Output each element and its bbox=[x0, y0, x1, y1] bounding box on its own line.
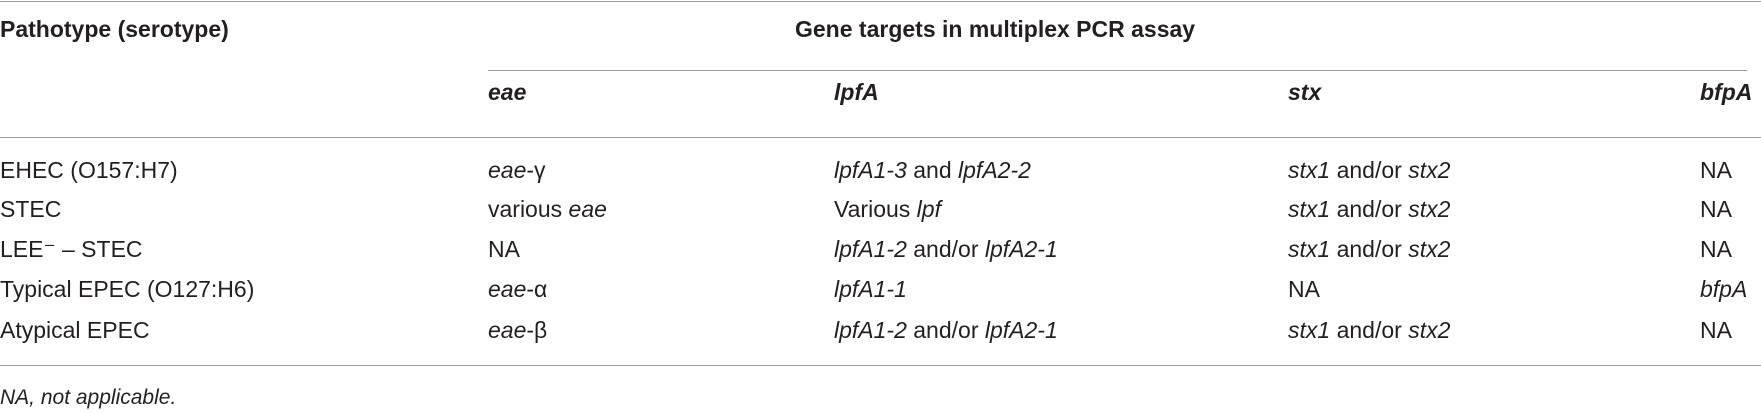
row-atypical-epec-stx: stx1 and/or stx2 bbox=[1288, 316, 1450, 344]
table-footnote: NA, not applicable. bbox=[0, 386, 177, 409]
header-gene-bfpa: bfpA bbox=[1700, 79, 1753, 105]
header-pathotype: Pathotype (serotype) bbox=[0, 16, 229, 42]
row-ehec-eae: eae-γ bbox=[488, 156, 546, 184]
cell-part: -γ bbox=[526, 157, 546, 183]
row-stec-bfpa: NA bbox=[1700, 196, 1732, 222]
header-group-rule bbox=[488, 70, 1747, 71]
cell-part: eae bbox=[488, 276, 527, 302]
header-gene-targets: Gene targets in multiplex PCR assay bbox=[795, 16, 1196, 42]
row-lee-stec-lpfa: lpfA1-2 and/or lpfA2-1 bbox=[834, 235, 1058, 263]
row-atypical-epec-pathotype: Atypical EPEC bbox=[0, 317, 150, 343]
row-typical-epec-bfpa: bfpA bbox=[1700, 276, 1748, 302]
row-ehec-pathotype: EHEC (O157:H7) bbox=[0, 157, 178, 183]
cell-part: Various bbox=[834, 196, 917, 222]
row-stec-eae: various eae bbox=[488, 195, 607, 223]
cell-part: -β bbox=[526, 317, 548, 343]
cell-part: and/or bbox=[906, 236, 985, 262]
row-stec-pathotype: STEC bbox=[0, 196, 62, 222]
cell-part: lpfA2-1 bbox=[984, 236, 1058, 262]
cell-part: stx2 bbox=[1408, 236, 1451, 262]
cell-part: eae bbox=[488, 317, 527, 343]
cell-part: and/or bbox=[906, 317, 985, 343]
row-typical-epec-stx: NA bbox=[1288, 276, 1320, 302]
cell-part: eae bbox=[568, 196, 607, 222]
row-lee-stec-eae: NA bbox=[488, 236, 520, 262]
header-gene-eae: eae bbox=[488, 79, 527, 105]
cell-part: and/or bbox=[1330, 157, 1409, 183]
cell-part: -α bbox=[526, 276, 548, 302]
cell-part: eae bbox=[488, 157, 527, 183]
table-bottom-rule bbox=[0, 365, 1761, 366]
cell-part: and/or bbox=[1330, 196, 1409, 222]
cell-part: stx1 bbox=[1288, 157, 1331, 183]
header-bottom-rule bbox=[0, 137, 1761, 138]
cell-part: lpfA1-2 bbox=[834, 236, 907, 262]
cell-part: lpf bbox=[916, 196, 941, 222]
row-ehec-stx: stx1 and/or stx2 bbox=[1288, 156, 1450, 184]
row-atypical-epec-lpfa: lpfA1-2 and/or lpfA2-1 bbox=[834, 316, 1058, 344]
row-stec-stx: stx1 and/or stx2 bbox=[1288, 195, 1450, 223]
row-typical-epec-eae: eae-α bbox=[488, 275, 547, 303]
cell-part: stx2 bbox=[1408, 196, 1451, 222]
header-gene-lpfa: lpfA bbox=[834, 79, 879, 105]
cell-part: stx1 bbox=[1288, 236, 1331, 262]
cell-part: stx1 bbox=[1288, 196, 1331, 222]
row-lee-stec-stx: stx1 and/or stx2 bbox=[1288, 235, 1450, 263]
cell-part: and/or bbox=[1330, 317, 1409, 343]
row-typical-epec-lpfa: lpfA1-1 bbox=[834, 276, 907, 302]
table-top-rule bbox=[0, 1, 1761, 2]
cell-part: various bbox=[488, 196, 569, 222]
row-ehec-lpfa: lpfA1-3 and lpfA2-2 bbox=[834, 156, 1031, 184]
row-typical-epec-pathotype: Typical EPEC (O127:H6) bbox=[0, 276, 255, 302]
row-atypical-epec-bfpa: NA bbox=[1700, 317, 1732, 343]
row-atypical-epec-eae: eae-β bbox=[488, 316, 547, 344]
cell-part: lpfA1-3 bbox=[834, 157, 907, 183]
row-lee-stec-bfpa: NA bbox=[1700, 236, 1732, 262]
cell-part: lpfA2-1 bbox=[984, 317, 1058, 343]
header-gene-stx: stx bbox=[1288, 79, 1322, 105]
row-stec-lpfa: Various lpf bbox=[834, 195, 941, 223]
cell-part: lpfA2-2 bbox=[958, 157, 1031, 183]
row-ehec-bfpa: NA bbox=[1700, 157, 1732, 183]
cell-part: stx2 bbox=[1408, 157, 1451, 183]
cell-part: lpfA1-2 bbox=[834, 317, 907, 343]
row-lee-stec-pathotype: LEE⁻ – STEC bbox=[0, 236, 143, 262]
cell-part: and bbox=[906, 157, 959, 183]
cell-part: stx1 bbox=[1288, 317, 1331, 343]
cell-part: stx2 bbox=[1408, 317, 1451, 343]
cell-part: and/or bbox=[1330, 236, 1409, 262]
